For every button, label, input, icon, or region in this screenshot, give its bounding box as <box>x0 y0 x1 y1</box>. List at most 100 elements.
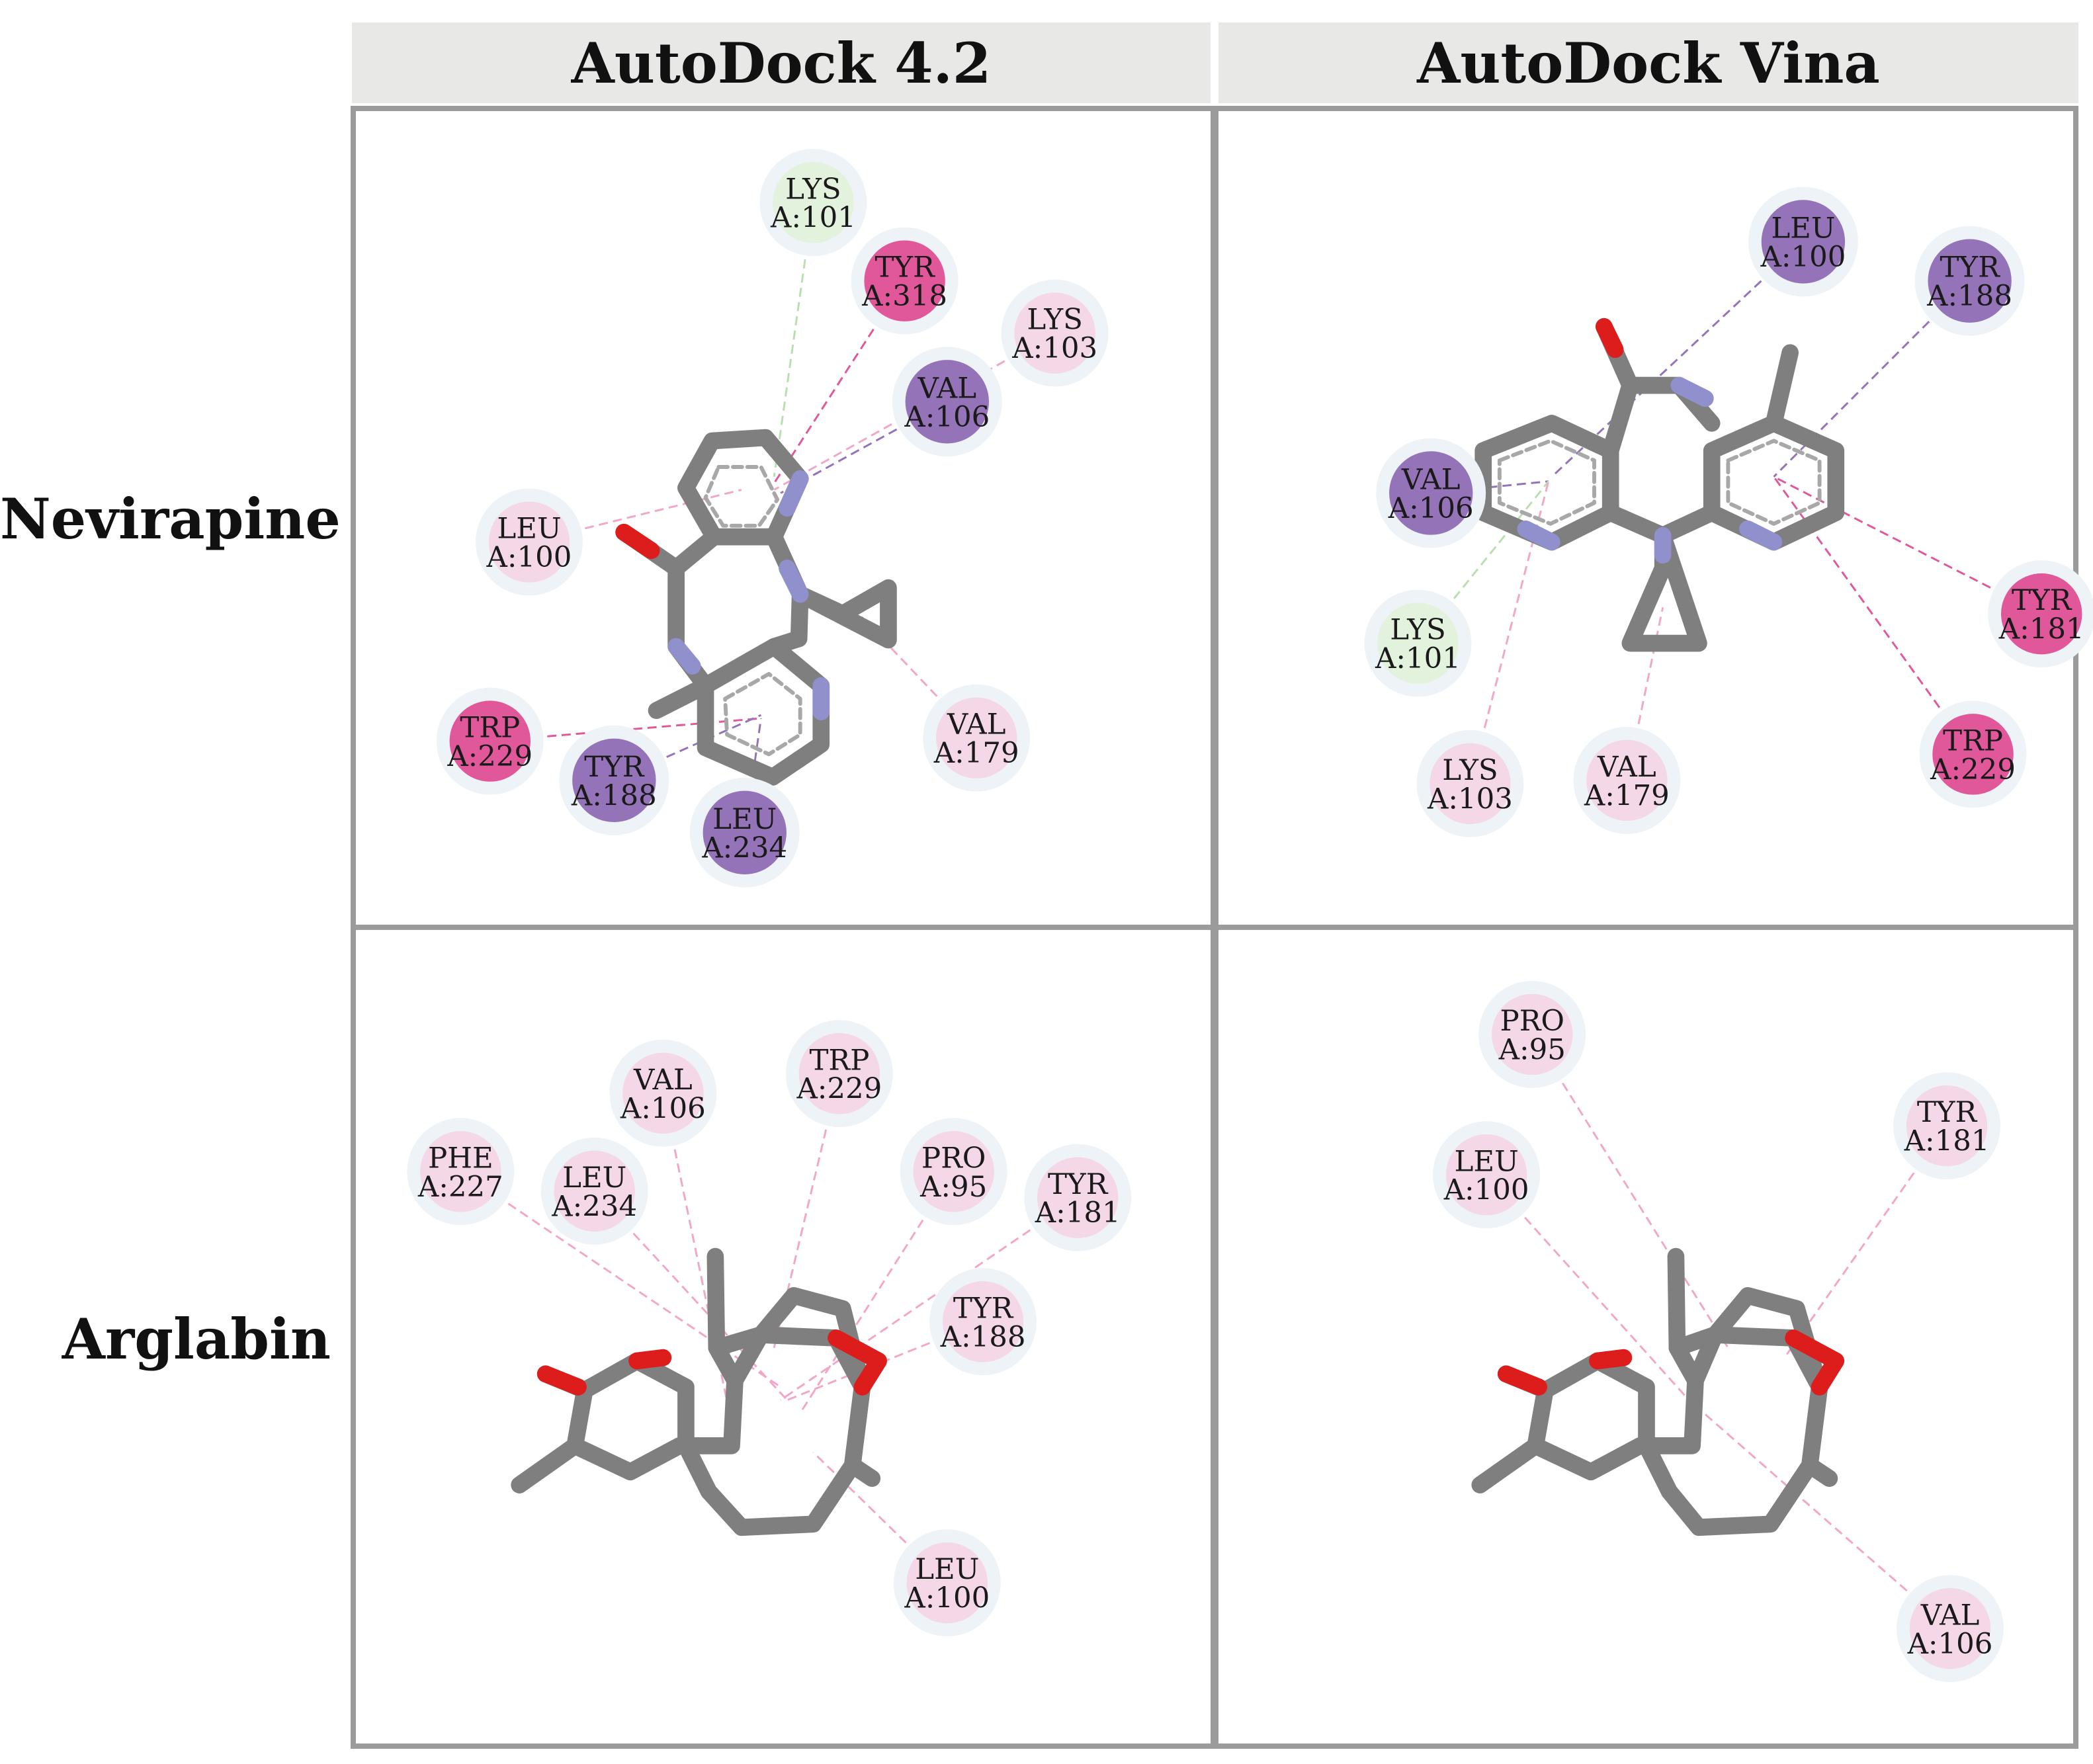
residue-id: A:100 <box>1443 1174 1529 1207</box>
residue-circle <box>1014 292 1095 374</box>
interaction-line <box>1688 1399 1951 1630</box>
nevirapine-structure <box>615 429 897 786</box>
nevirapine-structure <box>1474 317 1845 652</box>
residue-id: A:179 <box>1584 779 1670 812</box>
residue-circle <box>1389 451 1473 535</box>
residue-name: LYS <box>1027 304 1082 337</box>
residue-name: LYS <box>1390 614 1445 647</box>
residue-id: A:188 <box>571 779 657 812</box>
residue-circle <box>1037 1157 1119 1238</box>
residue-name: TYR <box>2012 584 2072 617</box>
arglabin-structure <box>511 1247 887 1536</box>
residue-circle <box>1906 1085 1988 1167</box>
residue-id: A:95 <box>919 1171 987 1204</box>
interaction-line <box>662 1093 736 1440</box>
residue-circle <box>905 360 989 444</box>
residue-circle <box>420 1131 501 1212</box>
residue-name: TRP <box>1943 724 2003 757</box>
residue-name: TYR <box>1940 251 2000 284</box>
residue-name: VAL <box>1920 1599 1980 1632</box>
residue-name: LEU <box>1455 1145 1519 1178</box>
interaction-line <box>613 714 762 782</box>
residue-name: TRP <box>809 1044 869 1077</box>
residue-id: A:188 <box>1926 280 2012 313</box>
residue-circle <box>1377 603 1459 684</box>
residue-id: A:181 <box>1904 1125 1990 1158</box>
residue-circle <box>1492 993 1573 1075</box>
residue-nodes: LYSA:101TYRA:318LYSA:103VALA:106LEUA:100… <box>436 149 1109 888</box>
residue-id: A:188 <box>940 1321 1026 1354</box>
residue-name: LEU <box>497 513 561 546</box>
nevirapine-ligand-diagram: LYSA:101TYRA:318LYSA:103VALA:106LEUA:100… <box>436 149 1109 888</box>
residue-circle <box>1445 1134 1527 1216</box>
residue-id: A:234 <box>551 1190 637 1223</box>
residue-id: A:234 <box>701 831 787 864</box>
residue-id: A:100 <box>486 541 572 574</box>
residue-name: LEU <box>562 1161 626 1195</box>
residue-id: A:227 <box>417 1171 503 1204</box>
residue-circle <box>1909 1588 1991 1669</box>
column-header-autodock42: AutoDock 4.2 <box>352 22 1211 103</box>
residue-circle <box>449 700 531 782</box>
residue-id: A:106 <box>1907 1628 1993 1661</box>
column-header-label: AutoDock Vina <box>1417 30 1880 96</box>
residue-name: PHE <box>428 1142 493 1175</box>
interaction-line <box>1531 1034 1729 1349</box>
column-header-vina: AutoDock Vina <box>1218 22 2078 103</box>
residue-id: A:106 <box>1388 492 1474 525</box>
column-header-label: AutoDock 4.2 <box>571 30 992 96</box>
residue-name: VAL <box>1401 464 1461 497</box>
residue-circle <box>773 161 854 243</box>
residue-name: LYS <box>785 173 841 206</box>
residue-circle <box>572 738 656 823</box>
residue-name: LEU <box>1771 212 1835 245</box>
residue-id: A:100 <box>1760 241 1846 274</box>
residue-id: A:103 <box>1011 332 1097 365</box>
residue-id: A:181 <box>1998 613 2084 646</box>
residue-name: VAL <box>947 708 1006 741</box>
residue-name: TYR <box>1917 1096 1978 1129</box>
residue-circle <box>913 1131 994 1212</box>
residue-circle <box>1932 714 2014 795</box>
residue-name: TYR <box>1048 1168 1109 1201</box>
residue-circle <box>1586 739 1668 821</box>
row-label-arglabin: Arglabin <box>62 1306 331 1372</box>
residue-circle <box>1928 239 2012 323</box>
residue-circle <box>703 790 787 874</box>
residue-name: VAL <box>1597 751 1656 784</box>
residue-id: A:179 <box>933 737 1019 770</box>
residue-circle <box>2001 573 2082 655</box>
residue-name: TYR <box>953 1292 1014 1325</box>
residue-id: A:106 <box>620 1092 706 1125</box>
residue-circle <box>906 1542 988 1624</box>
interaction-line <box>773 280 906 484</box>
residue-circle <box>1430 743 1511 824</box>
